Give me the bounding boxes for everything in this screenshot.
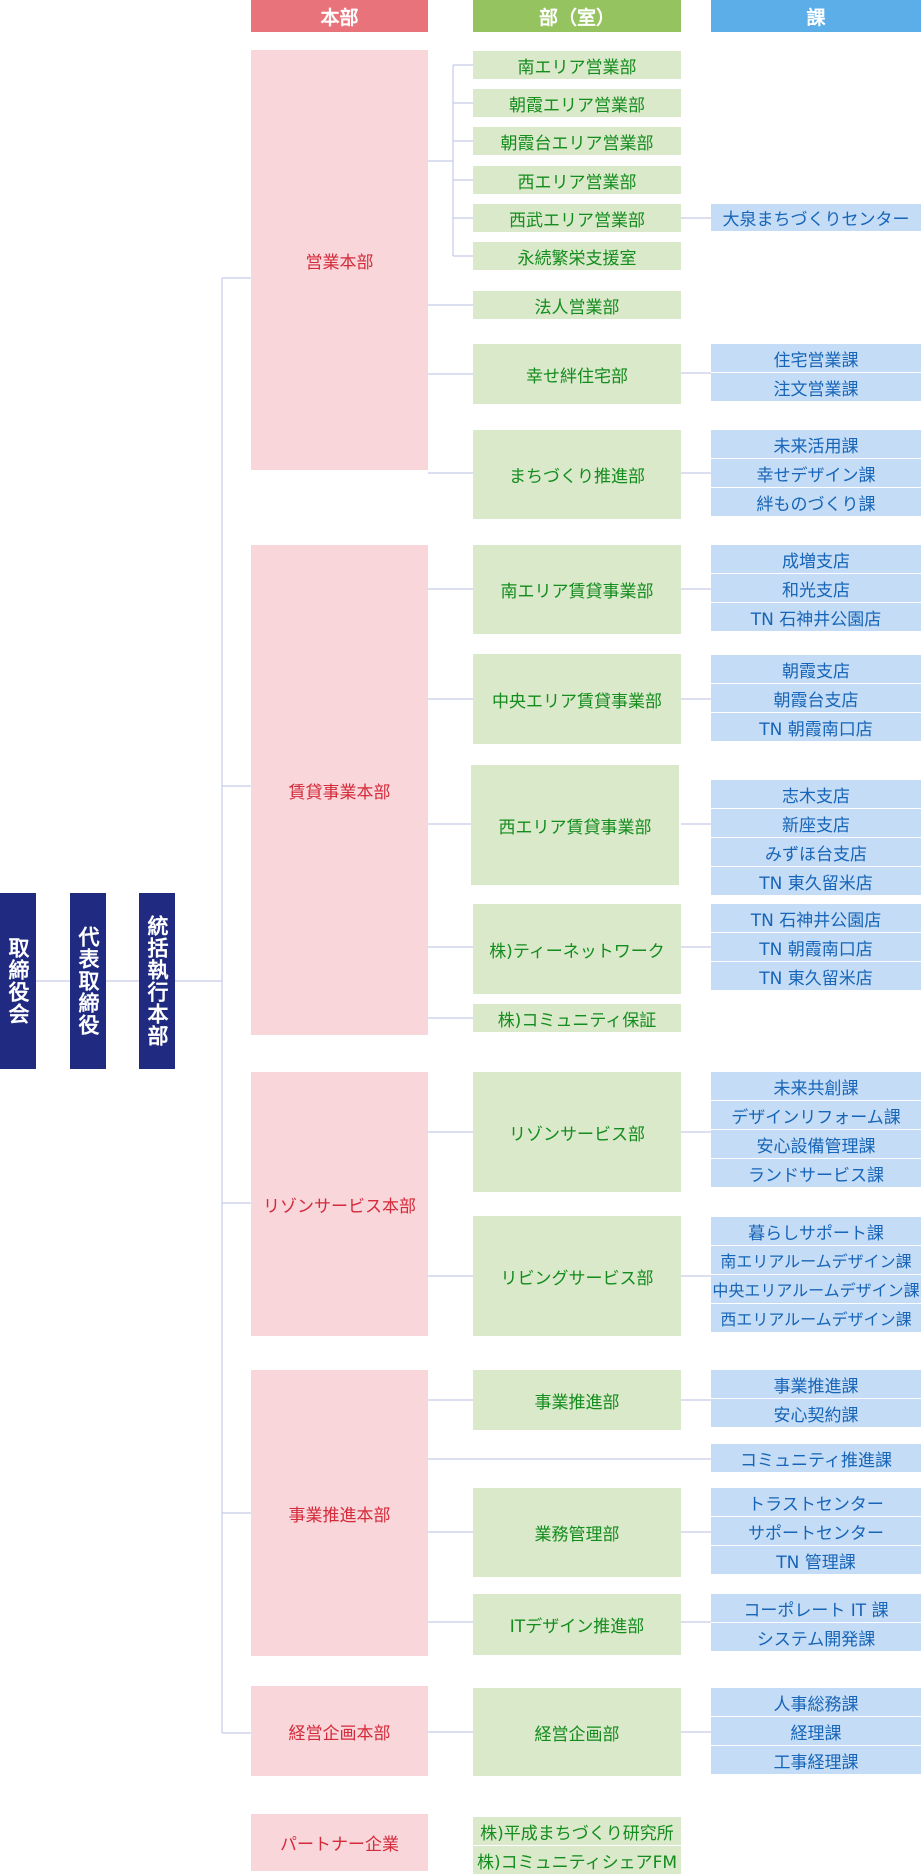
board-of-directors: 取締役会 [0,893,36,1069]
section-box: 住宅営業課 [711,344,921,373]
hq-box: リゾンサービス本部 [251,1072,428,1336]
dept-box: まちづくり推進部 [473,430,681,519]
dept-box: リビングサービス部 [473,1216,681,1336]
section-box: コミュニティ推進課 [711,1444,921,1473]
dept-box: 朝霞台エリア営業部 [473,127,681,155]
dept-box: 法人営業部 [473,291,681,319]
dept-box: 朝霞エリア営業部 [473,89,681,117]
section-box: 朝霞台支店 [711,684,921,713]
section-box: サポートセンター [711,1517,921,1546]
dept-box: 業務管理部 [473,1488,681,1577]
section-box: 安心契約課 [711,1399,921,1428]
section-box: TN 朝霞南口店 [711,933,921,962]
section-box: みずほ台支店 [711,838,921,867]
section-box: 安心設備管理課 [711,1130,921,1159]
dept-box: 永続繁栄支援室 [473,242,681,270]
section-box: 人事総務課 [711,1688,921,1717]
dept-box: リゾンサービス部 [473,1072,681,1192]
section-box: コーポレート IT 課 [711,1594,921,1623]
section-box: TN 東久留米店 [711,867,921,896]
dept-box: 西エリア賃貸事業部 [471,765,679,885]
section-box: 注文営業課 [711,373,921,402]
section-box: 和光支店 [711,574,921,603]
general-executive-hq: 統括執行本部 [139,893,175,1069]
dept-box: 南エリア賃貸事業部 [473,545,681,634]
section-box: 朝霞支店 [711,655,921,684]
section-box: 中央エリアルームデザイン課 [711,1275,921,1304]
dept-box: 西エリア営業部 [473,166,681,194]
section-box: 志木支店 [711,780,921,809]
section-box: 経理課 [711,1717,921,1746]
section-box: TN 朝霞南口店 [711,713,921,742]
dept-box: 株)コミュニティ保証 [473,1004,681,1032]
hq-box: 賃貸事業本部 [251,545,428,1035]
section-box: TN 東久留米店 [711,962,921,991]
section-box: 未来活用課 [711,430,921,459]
section-box: 幸せデザイン課 [711,459,921,488]
dept-box: 株)コミュニティシェアFM [473,1846,681,1874]
section-box: 大泉まちづくりセンター [711,204,921,232]
section-box: デザインリフォーム課 [711,1101,921,1130]
dept-box: 事業推進部 [473,1370,681,1430]
section-column-header: 課 [711,0,921,32]
dept-box: 経営企画部 [473,1688,681,1776]
hq-box: 営業本部 [251,50,428,470]
section-box: 新座支店 [711,809,921,838]
section-box: 工事経理課 [711,1746,921,1775]
hq-box: 経営企画本部 [251,1686,428,1776]
section-box: システム開発課 [711,1623,921,1652]
dept-box: 株)ティーネットワーク [473,904,681,994]
dept-column-header: 部（室） [473,0,681,32]
hq-box: 事業推進本部 [251,1370,428,1656]
dept-box: 南エリア営業部 [473,51,681,79]
section-box: 西エリアルームデザイン課 [711,1304,921,1333]
dept-box: 幸せ絆住宅部 [473,344,681,404]
dept-box: 中央エリア賃貸事業部 [473,654,681,744]
section-box: TN 石神井公園店 [711,904,921,933]
section-box: TN 管理課 [711,1546,921,1575]
hq-column-header: 本部 [251,0,428,32]
section-box: TN 石神井公園店 [711,603,921,632]
section-box: 事業推進課 [711,1370,921,1399]
representative-director: 代表取締役 [70,893,106,1069]
dept-box: 株)平成まちづくり研究所 [473,1817,681,1845]
section-box: トラストセンター [711,1488,921,1517]
section-box: 南エリアルームデザイン課 [711,1246,921,1275]
section-box: 絆ものづくり課 [711,488,921,517]
section-box: 成増支店 [711,545,921,574]
dept-box: 西武エリア営業部 [473,204,681,232]
section-box: 未来共創課 [711,1072,921,1101]
section-box: 暮らしサポート課 [711,1217,921,1246]
dept-box: ITデザイン推進部 [473,1594,681,1655]
section-box: ランドサービス課 [711,1159,921,1188]
hq-box: パートナー企業 [251,1814,428,1871]
